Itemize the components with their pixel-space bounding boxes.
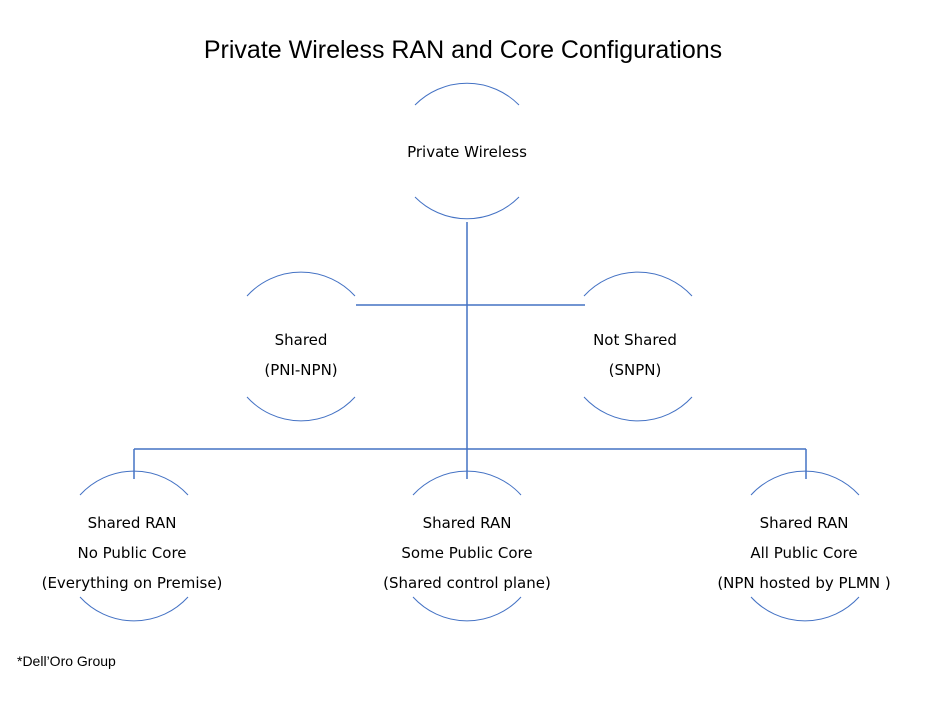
some-public-core-node-top-arc <box>412 470 522 496</box>
shared-node-top-arc <box>246 271 356 297</box>
node-all-public-core: Shared RAN All Public Core (NPN hosted b… <box>684 508 924 598</box>
not-shared-node-bottom-arc <box>583 396 693 422</box>
node-line: (SNPN) <box>608 361 662 379</box>
node-line: Shared <box>274 331 328 349</box>
node-line: (NPN hosted by PLMN ) <box>717 574 891 592</box>
node-outlines <box>79 82 860 622</box>
all-public-core-node-top-arc <box>750 470 860 496</box>
node-private-wireless: Private Wireless <box>367 143 567 161</box>
node-line: (Everything on Premise) <box>41 574 223 592</box>
node-line: Not Shared <box>593 331 677 349</box>
node-some-public-core: Shared RAN Some Public Core (Shared cont… <box>347 508 587 598</box>
node-line: (Shared control plane) <box>383 574 551 592</box>
node-line: Shared RAN <box>422 514 512 532</box>
connector-lines <box>133 222 807 479</box>
node-line: All Public Core <box>750 544 858 562</box>
node-line: Shared RAN <box>759 514 849 532</box>
node-shared-pni-npn: Shared (PNI-NPN) <box>201 325 401 385</box>
node-line: Shared RAN <box>87 514 177 532</box>
source-footnote: *Dell’Oro Group <box>17 653 116 669</box>
shared-node-bottom-arc <box>246 396 356 422</box>
no-public-core-node-bottom-arc <box>79 596 189 622</box>
no-public-core-node-top-arc <box>79 470 189 496</box>
root-node-top-arc <box>414 82 520 106</box>
some-public-core-node-bottom-arc <box>412 596 522 622</box>
all-public-core-node-bottom-arc <box>750 596 860 622</box>
node-line: No Public Core <box>77 544 187 562</box>
node-line: (PNI-NPN) <box>264 361 338 379</box>
node-line: Private Wireless <box>407 143 527 161</box>
node-not-shared-snpn: Not Shared (SNPN) <box>535 325 735 385</box>
root-node-bottom-arc <box>414 196 520 220</box>
node-no-public-core: Shared RAN No Public Core (Everything on… <box>12 508 252 598</box>
not-shared-node-top-arc <box>583 271 693 297</box>
page-title: Private Wireless RAN and Core Configurat… <box>203 36 723 64</box>
node-line: Some Public Core <box>401 544 533 562</box>
